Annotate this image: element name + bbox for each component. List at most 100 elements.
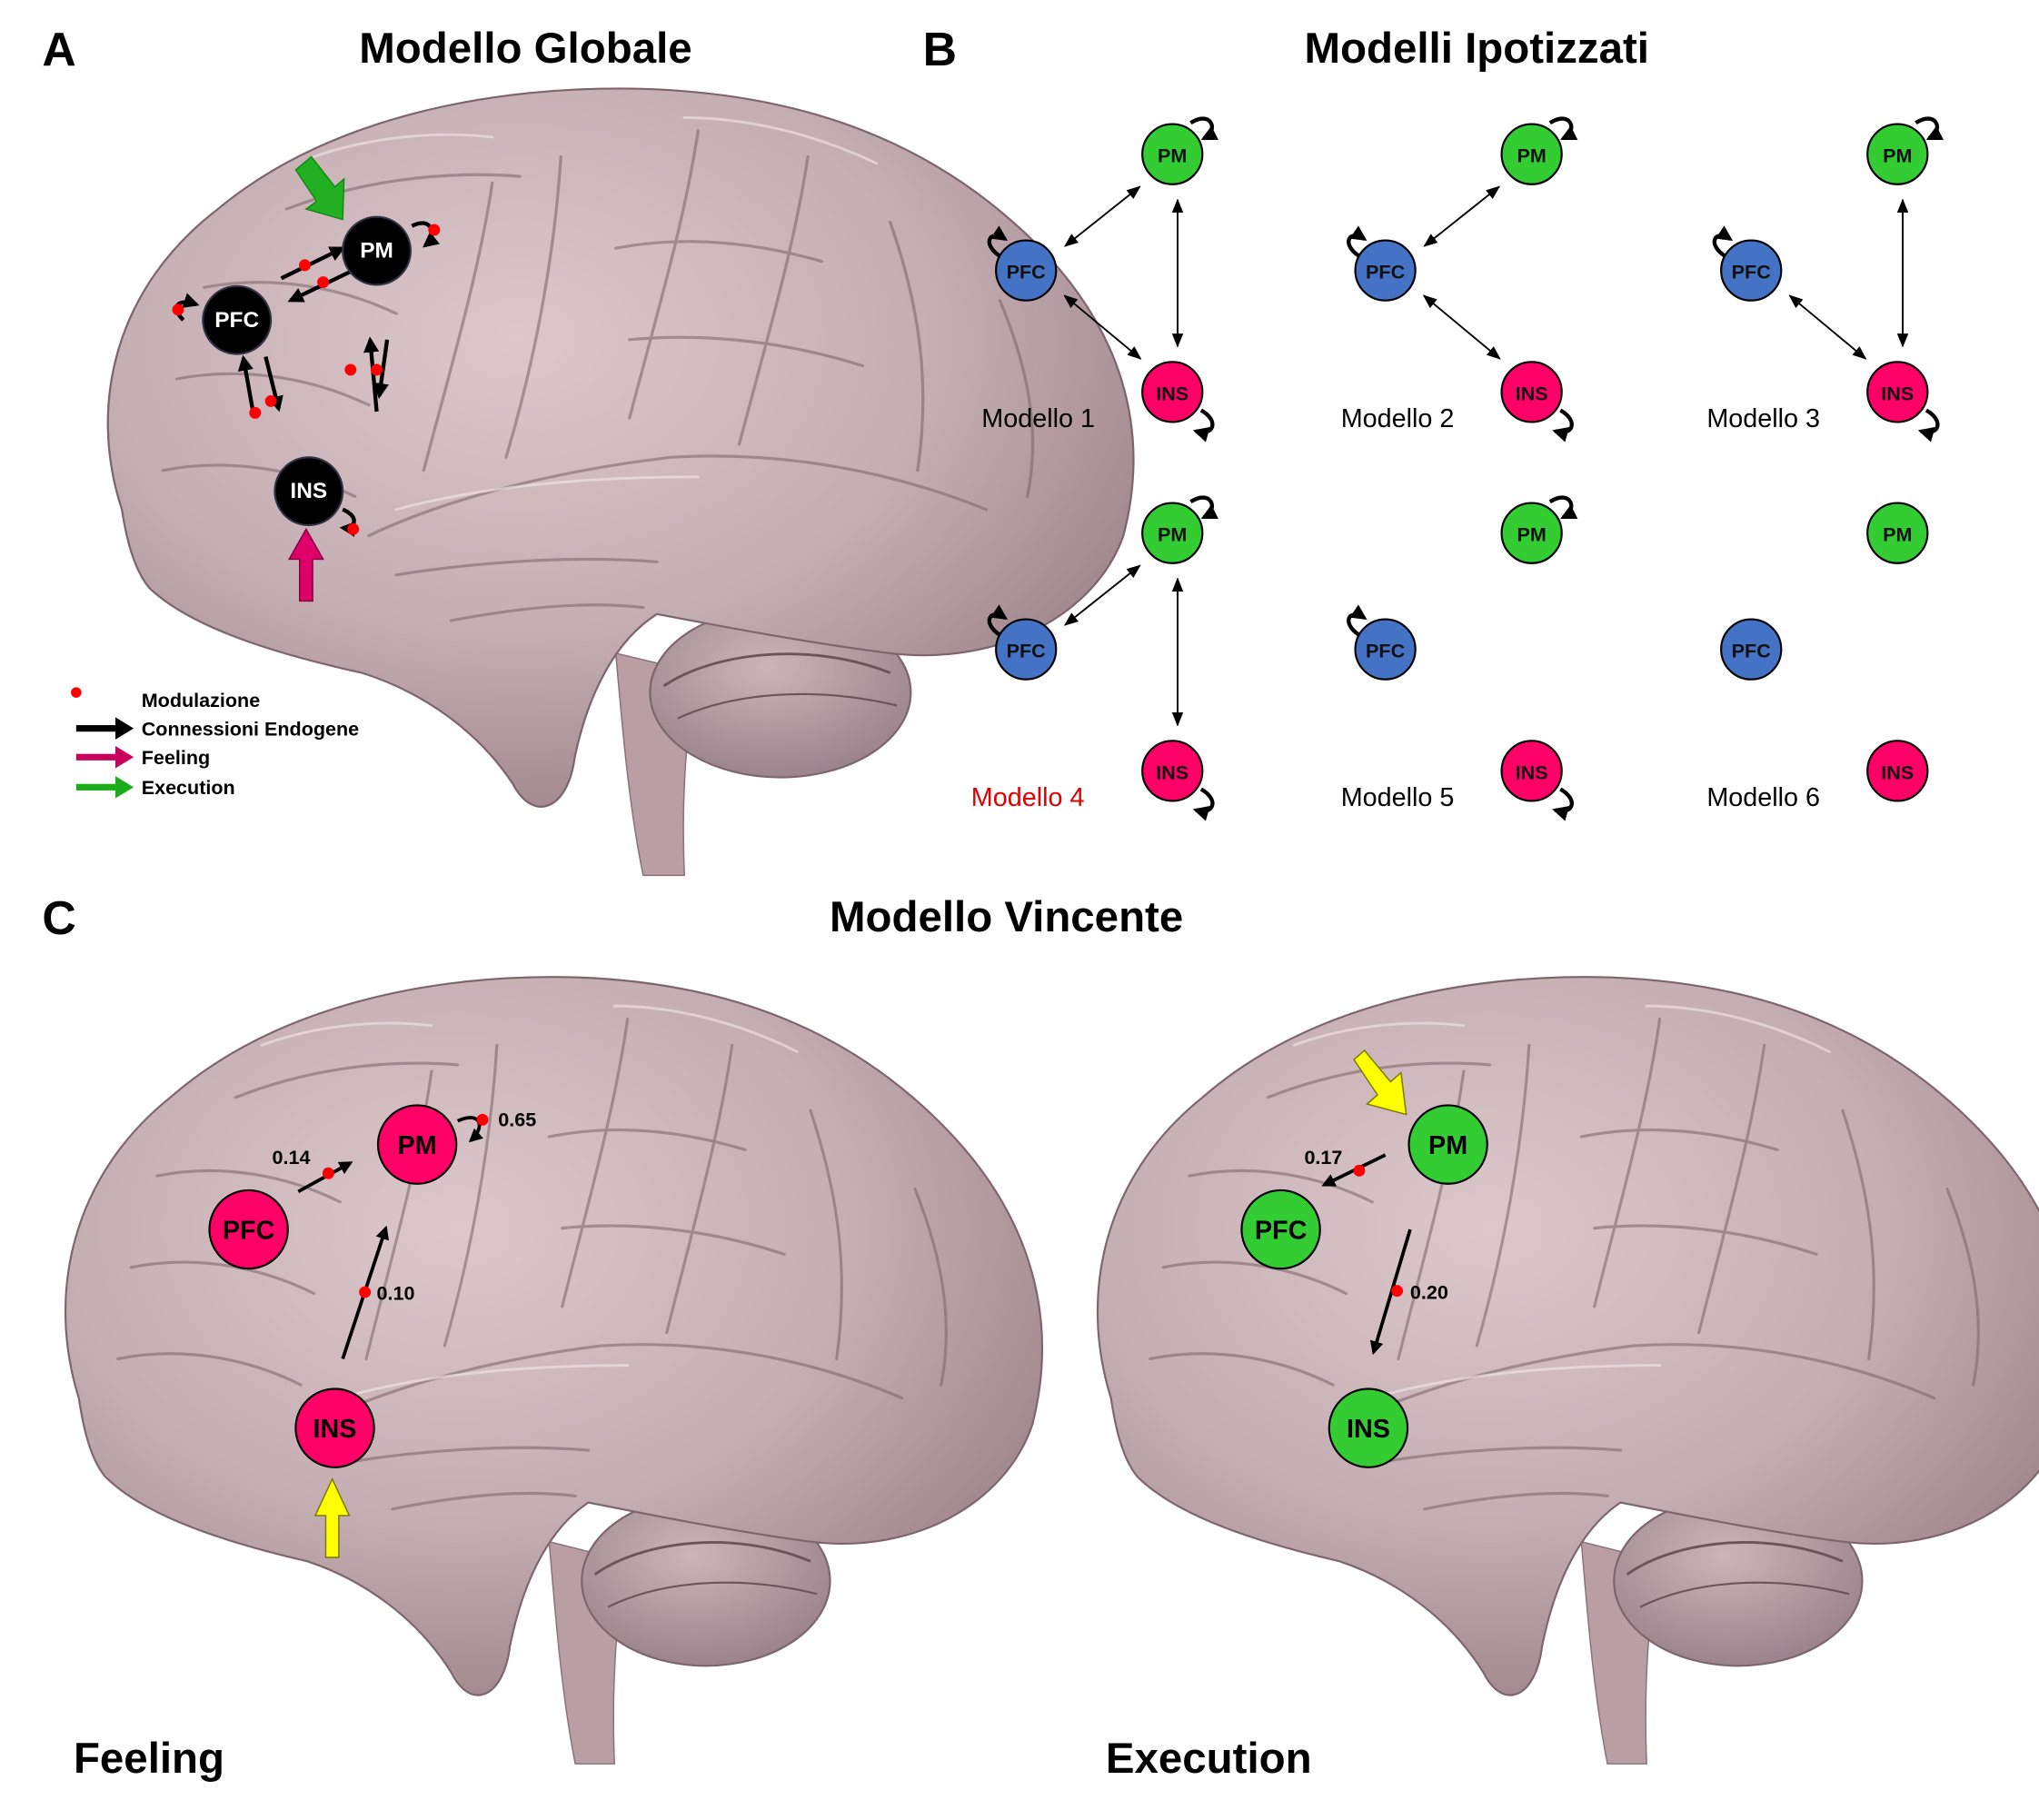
panel-c: C Modello Vincente 0.14 0.10 0.65 xyxy=(42,891,2039,1783)
panel-a-title: Modello Globale xyxy=(359,25,691,73)
model-label-2: Modello 2 xyxy=(1341,404,1455,433)
panel-letter-b: B xyxy=(923,23,957,75)
feeling-legend-icon xyxy=(75,746,134,769)
model-label-5: Modello 5 xyxy=(1341,783,1455,812)
modulation-dot xyxy=(172,303,184,316)
modulation-dot xyxy=(264,394,277,407)
feeling-input-arrow-a xyxy=(287,527,324,602)
edge-pm-ins xyxy=(373,339,390,400)
legend-label-modulation: Modulazione xyxy=(142,689,260,711)
node-pm: PM xyxy=(1866,123,1929,185)
edge-ins-pfc xyxy=(1788,294,1866,360)
node-pm: PM xyxy=(1500,123,1563,185)
node-ins: INS xyxy=(1141,361,1204,423)
value-pm-ins-execution: 0.20 xyxy=(1410,1280,1448,1303)
node-label: PM xyxy=(1883,523,1912,546)
node-label: PM xyxy=(360,239,393,264)
node-pfc-execution: PFC xyxy=(1240,1188,1321,1270)
model-label-3: Modello 3 xyxy=(1706,404,1820,433)
model-diagram-3: PM PFC INS Modello 3 xyxy=(1706,116,1944,443)
node-label: PFC xyxy=(214,308,259,333)
edge-pm-pfc xyxy=(1063,564,1140,626)
feeling-modulation-dots xyxy=(322,1113,489,1298)
modulation-dot xyxy=(344,363,357,376)
edge-pm-pfc xyxy=(1423,185,1500,247)
node-label: PM xyxy=(1158,523,1187,546)
panel-letter-c: C xyxy=(42,891,75,944)
execution-input-arrow-a xyxy=(294,155,345,221)
edge-ins-pfc xyxy=(237,354,255,410)
node-pfc-a: PFC xyxy=(202,284,273,355)
panel-b-title: Modelli Ipotizzati xyxy=(1305,25,1649,73)
brain-image-feeling xyxy=(64,975,1044,1765)
self-loop-pfc xyxy=(1347,225,1368,258)
modulation-dot xyxy=(317,276,330,289)
modulation-dot xyxy=(298,259,311,272)
modulation-dot xyxy=(347,522,360,535)
node-pm: PM xyxy=(1866,502,1929,564)
self-loop-ins xyxy=(1192,408,1215,443)
self-loop-pm xyxy=(1189,116,1218,141)
model-label-4: Modello 4 xyxy=(971,783,1085,812)
modulation-dot xyxy=(476,1113,489,1126)
node-label: INS xyxy=(1347,1415,1390,1444)
node-label: INS xyxy=(1881,382,1914,404)
edge-ins-pfc xyxy=(1063,294,1141,360)
node-label: PFC xyxy=(1366,640,1405,662)
self-loop-ins xyxy=(1552,787,1574,821)
node-pm-feeling: PM xyxy=(376,1104,458,1185)
node-pm: PM xyxy=(1141,502,1204,564)
node-label: INS xyxy=(1516,761,1548,783)
value-pfc-pm-feeling: 0.14 xyxy=(273,1146,311,1169)
node-pfc-feeling: PFC xyxy=(208,1188,289,1270)
model-diagram-5: PM PFC INS Modello 5 xyxy=(1341,495,1578,821)
self-loop-pfc xyxy=(1347,604,1368,637)
node-ins: INS xyxy=(1500,740,1563,802)
node-label: PFC xyxy=(1732,261,1771,283)
panel-letter-a: A xyxy=(42,23,75,75)
node-pfc: PFC xyxy=(1354,618,1417,681)
node-label: PM xyxy=(1517,523,1546,546)
legend-label-endogenous: Connessioni Endogene xyxy=(142,718,359,741)
node-label: PFC xyxy=(223,1217,275,1246)
legend-a: Modulazione Connessioni Endogene Feeling… xyxy=(71,687,359,799)
panel-c-title: Modello Vincente xyxy=(830,893,1183,941)
self-loop-pm xyxy=(1548,495,1578,520)
edge-ins-pfc xyxy=(1422,294,1501,360)
self-loop-ins xyxy=(1917,408,1940,443)
modulation-dot xyxy=(428,224,441,236)
modulation-dot xyxy=(322,1167,334,1179)
node-label: INS xyxy=(313,1415,357,1444)
modulation-dot xyxy=(1391,1285,1404,1298)
node-pfc: PFC xyxy=(1720,239,1783,302)
node-ins: INS xyxy=(1500,361,1563,423)
node-pm: PM xyxy=(1141,123,1204,185)
node-ins-execution: INS xyxy=(1328,1387,1409,1468)
node-label: INS xyxy=(1881,761,1914,783)
node-ins: INS xyxy=(1866,740,1929,802)
node-label: PFC xyxy=(1366,261,1405,283)
endogenous-connections-a xyxy=(174,221,440,537)
node-label: PM xyxy=(1158,144,1187,167)
node-label: INS xyxy=(1156,761,1189,783)
legend-label-execution: Execution xyxy=(142,776,235,799)
node-label: INS xyxy=(290,479,327,503)
legend-label-feeling: Feeling xyxy=(142,746,210,769)
edge-pm-pfc xyxy=(1063,185,1140,247)
modulation-dot xyxy=(249,406,262,419)
self-loop-pm xyxy=(1915,116,1944,141)
modulation-dot xyxy=(1353,1164,1366,1177)
brain-image-execution xyxy=(1096,975,2039,1765)
node-label: PM xyxy=(1883,144,1912,167)
node-label: INS xyxy=(1516,382,1548,404)
self-loop-pm xyxy=(1548,116,1578,141)
self-loop-pfc xyxy=(987,604,1009,637)
node-label: PM xyxy=(398,1131,437,1160)
modulation-dot xyxy=(359,1286,372,1298)
node-pfc: PFC xyxy=(995,239,1058,302)
self-loop-pm xyxy=(1189,495,1218,520)
node-label: PFC xyxy=(1255,1217,1308,1246)
node-label: PFC xyxy=(1732,640,1771,662)
